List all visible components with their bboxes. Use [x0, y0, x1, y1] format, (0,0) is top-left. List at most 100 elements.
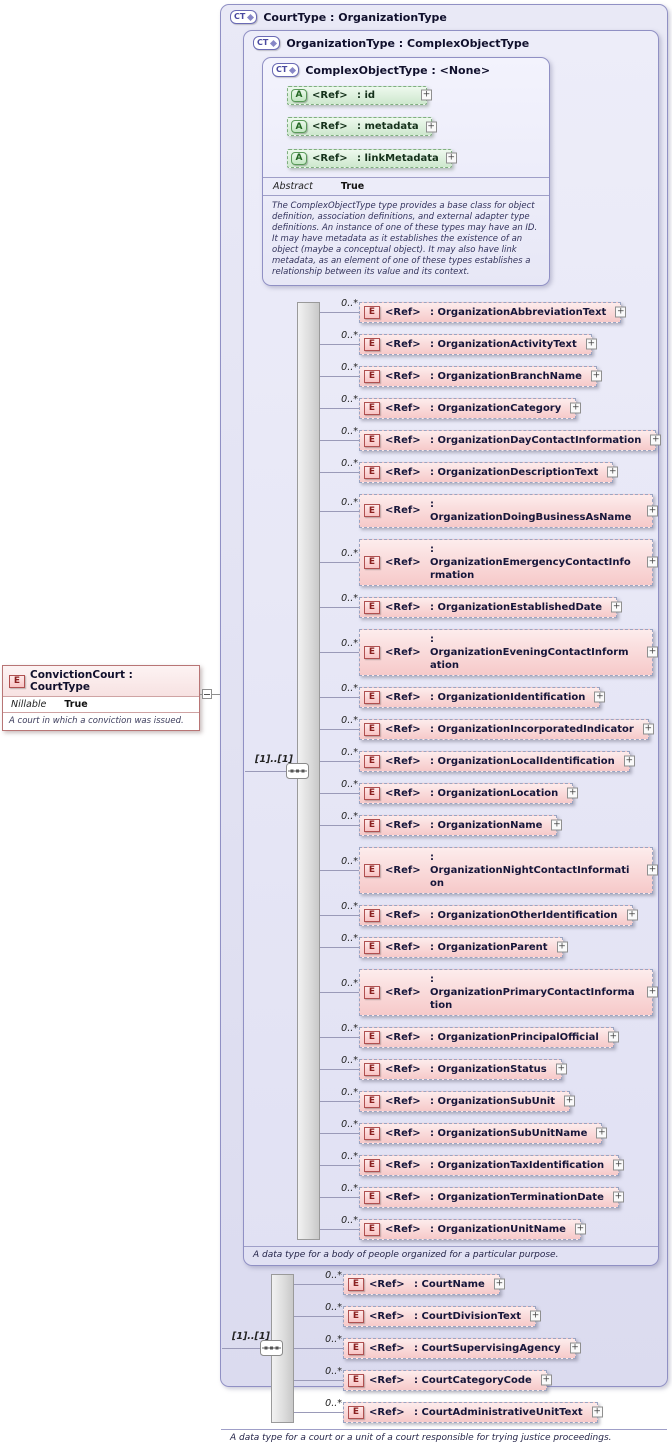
expand-icon[interactable]: + [551, 819, 563, 831]
element-node[interactable]: E <Ref> : OrganizationIncorporatedIndica… [359, 718, 654, 740]
cardinality-label: 0..* [341, 811, 358, 823]
element-node[interactable]: E <Ref> : OrganizationTerminationDate + [359, 1186, 624, 1208]
element-node[interactable]: E <Ref> : OrganizationDayContactInformat… [359, 429, 662, 451]
element-ref: <Ref> [385, 402, 421, 414]
sequence-icon[interactable] [286, 762, 309, 783]
attribute-node[interactable]: A <Ref> : id + [287, 85, 432, 105]
cardinality-label: 0..* [325, 1398, 342, 1410]
element-icon: E [364, 465, 380, 479]
cardinality-label: 0..* [341, 1215, 358, 1227]
element-node[interactable]: E <Ref> : OrganizationEveningContactInfo… [359, 628, 658, 676]
element-row: 0..* E <Ref> : CourtCategoryCode + [294, 1366, 667, 1391]
expand-icon[interactable]: + [611, 601, 623, 613]
element-node[interactable]: E <Ref> : CourtCategoryCode + [343, 1369, 552, 1391]
expand-icon[interactable]: + [647, 505, 658, 517]
element-icon: E [348, 1373, 364, 1387]
expand-icon[interactable]: + [642, 723, 654, 735]
element-node[interactable]: E <Ref> : OrganizationParent + [359, 936, 568, 958]
element-node[interactable]: E <Ref> : OrganizationDescriptionText + [359, 461, 619, 483]
element-name: : OrganizationStatus [430, 1063, 547, 1075]
court-type-footer: A data type for a court or a unit of a c… [221, 1428, 667, 1448]
element-node[interactable]: E <Ref> : OrganizationOtherIdentificatio… [359, 904, 638, 926]
expand-icon[interactable]: + [556, 941, 568, 953]
element-node[interactable]: E <Ref> : CourtSupervisingAgency + [343, 1337, 581, 1359]
expand-icon[interactable]: + [564, 1095, 576, 1107]
element-node[interactable]: E <Ref> : OrganizationSubUnit + [359, 1090, 576, 1112]
attribute-node[interactable]: A <Ref> : metadata + [287, 117, 437, 136]
sequence-connector-line [245, 770, 297, 772]
expand-icon[interactable]: + [421, 89, 432, 101]
element-node[interactable]: E <Ref> : OrganizationStatus + [359, 1058, 567, 1080]
element-node[interactable]: E <Ref> : OrganizationActivityText + [359, 333, 597, 355]
element-node[interactable]: E <Ref> : OrganizationAbbreviationText + [359, 301, 627, 323]
element-node[interactable]: E <Ref> : OrganizationUnitName + [359, 1218, 586, 1240]
expand-icon[interactable]: + [647, 646, 658, 658]
element-icon: E [348, 1341, 364, 1355]
element-row: 0..* E <Ref> : OrganizationDayContactInf… [320, 426, 662, 451]
sequence-cardinality: [1]..[1] [255, 753, 293, 765]
element-node[interactable]: E <Ref> : OrganizationNightContactInform… [359, 846, 658, 894]
expand-icon[interactable]: + [647, 986, 658, 998]
element-node[interactable]: E <Ref> : OrganizationIdentification + [359, 686, 606, 708]
element-node[interactable]: E <Ref> : OrganizationTaxIdentification … [359, 1154, 625, 1176]
element-node[interactable]: E <Ref> : OrganizationEstablishedDate + [359, 596, 623, 618]
expand-icon[interactable]: + [585, 338, 597, 350]
element-ref: <Ref> [369, 1342, 405, 1354]
element-row: 0..* E <Ref> : OrganizationStatus + [320, 1055, 658, 1080]
conviction-court-description: A court in which a conviction was issued… [9, 716, 184, 726]
element-node[interactable]: E <Ref> : CourtAdministrativeUnitText + [343, 1401, 603, 1423]
expand-icon[interactable]: + [594, 691, 606, 703]
attribute-node[interactable]: A <Ref> : linkMetadata + [287, 148, 457, 168]
expand-icon[interactable]: + [493, 1278, 505, 1290]
expand-icon[interactable]: + [623, 755, 635, 767]
element-icon: E [348, 1405, 364, 1419]
conviction-court-node[interactable]: E ConvictionCourt : CourtType Nillable T… [2, 665, 200, 731]
expand-icon[interactable]: + [615, 306, 627, 318]
sequence-connector-line [222, 1348, 271, 1350]
expand-icon[interactable]: + [569, 1342, 581, 1354]
expand-icon[interactable]: + [574, 1223, 586, 1235]
expand-icon[interactable]: + [647, 864, 658, 876]
element-node[interactable]: E <Ref> : CourtDivisionText + [343, 1305, 542, 1327]
expand-icon[interactable]: + [647, 556, 658, 568]
expand-icon[interactable]: + [555, 1063, 567, 1075]
expand-icon[interactable]: + [445, 152, 457, 164]
expand-icon[interactable]: + [530, 1310, 542, 1322]
element-name: : OrganizationOtherIdentification [430, 909, 618, 921]
element-node[interactable]: E <Ref> : OrganizationName + [359, 814, 563, 836]
sequence-icon[interactable] [260, 1340, 283, 1360]
element-node[interactable]: E <Ref> : OrganizationPrincipalOfficial … [359, 1026, 619, 1048]
expand-icon[interactable]: + [425, 121, 437, 132]
element-row: 0..* E <Ref> : OrganizationEveningContac… [320, 628, 658, 676]
complex-type-icon: CT [272, 63, 300, 77]
sequence-cardinality: [1]..[1] [232, 1331, 270, 1343]
expand-icon[interactable]: + [567, 787, 579, 799]
expand-icon[interactable]: + [570, 402, 582, 414]
element-node[interactable]: E <Ref> : OrganizationLocalIdentificatio… [359, 750, 635, 772]
element-node[interactable]: E <Ref> : OrganizationCategory + [359, 397, 582, 419]
element-node[interactable]: E <Ref> : OrganizationLocation + [359, 782, 579, 804]
expand-icon[interactable]: + [607, 466, 619, 478]
element-row: 0..* E <Ref> : OrganizationTerminationDa… [320, 1183, 658, 1208]
element-name: : OrganizationIdentification [430, 691, 586, 703]
expand-icon[interactable]: + [650, 434, 662, 446]
element-node[interactable]: E <Ref> : OrganizationPrimaryContactInfo… [359, 968, 658, 1016]
cardinality-label: 0..* [341, 715, 358, 727]
expand-icon[interactable]: + [540, 1374, 552, 1386]
element-connector: 0..* [320, 1151, 359, 1176]
element-node[interactable]: E <Ref> : OrganizationSubUnitName + [359, 1122, 608, 1144]
element-node[interactable]: E <Ref> : OrganizationBranchName + [359, 365, 602, 387]
element-node[interactable]: E <Ref> : CourtName + [343, 1273, 505, 1295]
expand-icon[interactable]: + [626, 909, 638, 921]
expand-icon[interactable]: + [591, 1406, 603, 1418]
element-node[interactable]: E <Ref> : OrganizationDoingBusinessAsNam… [359, 493, 658, 528]
element-row: 0..* E <Ref> : OrganizationName + [320, 811, 658, 836]
expand-icon[interactable]: + [612, 1191, 624, 1203]
element-connector: 0..* [320, 715, 359, 740]
expand-icon[interactable]: + [596, 1127, 608, 1139]
expand-icon[interactable]: + [607, 1031, 619, 1043]
expand-icon[interactable]: + [613, 1159, 625, 1171]
expand-icon[interactable]: + [590, 370, 602, 382]
element-node[interactable]: E <Ref> : OrganizationEmergencyContactIn… [359, 538, 658, 586]
collapse-toggle-icon[interactable] [202, 689, 212, 699]
